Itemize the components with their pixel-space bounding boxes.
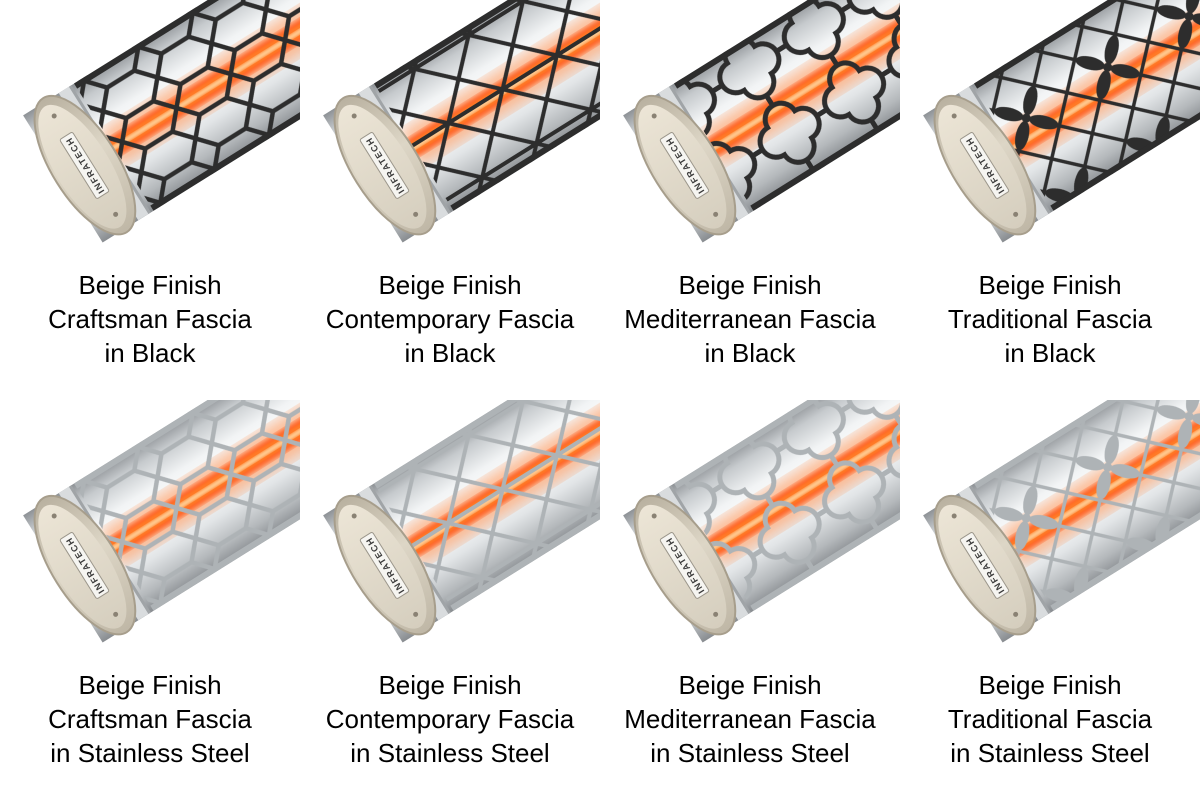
caption-line: in Stainless Steel xyxy=(350,737,550,768)
heater-illustration-contemporary-stainless: INFRATECH xyxy=(314,400,600,651)
caption-line: in Black xyxy=(1004,337,1096,368)
product-image: INFRATECH xyxy=(0,0,300,265)
product-image: INFRATECH xyxy=(900,0,1200,265)
caption-line: in Stainless Steel xyxy=(650,737,850,768)
caption-line: Craftsman Fascia xyxy=(48,703,252,734)
caption-line: Beige Finish xyxy=(678,270,822,300)
product-cell: INFRATECH Beige Finish Craftsman Fascia … xyxy=(0,0,300,400)
product-caption: Beige Finish Craftsman Fascia in Stainle… xyxy=(0,669,300,770)
caption-line: Traditional Fascia xyxy=(947,703,1153,734)
heater-illustration-mediterranean-stainless: INFRATECH xyxy=(614,400,900,651)
product-image: INFRATECH xyxy=(900,400,1200,665)
heater-illustration-traditional-black: INFRATECH xyxy=(914,0,1200,251)
caption-line: Beige Finish xyxy=(378,270,522,300)
caption-line: Craftsman Fascia xyxy=(48,303,252,334)
product-caption: Beige Finish Mediterranean Fascia in Sta… xyxy=(600,669,900,770)
product-caption: Beige Finish Mediterranean Fascia in Bla… xyxy=(600,269,900,370)
caption-line: in Black xyxy=(704,337,796,368)
product-cell: INFRATECH Beige Finish Contemporary Fasc… xyxy=(300,0,600,400)
caption-line: Beige Finish xyxy=(978,670,1122,700)
product-caption: Beige Finish Craftsman Fascia in Black xyxy=(0,269,300,370)
heater-illustration-craftsman-stainless: INFRATECH xyxy=(14,400,300,651)
caption-line: Mediterranean Fascia xyxy=(624,703,876,734)
product-image: INFRATECH xyxy=(600,0,900,265)
caption-line: Beige Finish xyxy=(678,670,822,700)
caption-line: Mediterranean Fascia xyxy=(624,303,876,334)
heater-illustration-mediterranean-black: INFRATECH xyxy=(614,0,900,251)
product-image: INFRATECH xyxy=(300,400,600,665)
product-cell: INFRATECH Beige Finish Traditional Fasci… xyxy=(900,0,1200,400)
product-cell: INFRATECH Beige Finish Contemporary Fasc… xyxy=(300,400,600,800)
product-cell: INFRATECH Beige Finish Traditional Fasci… xyxy=(900,400,1200,800)
heater-illustration-contemporary-black: INFRATECH xyxy=(314,0,600,251)
product-image: INFRATECH xyxy=(600,400,900,665)
caption-line: in Stainless Steel xyxy=(50,737,250,768)
caption-line: in Black xyxy=(404,337,496,368)
product-caption: Beige Finish Traditional Fascia in Black xyxy=(900,269,1200,370)
caption-line: in Black xyxy=(104,337,196,368)
product-image: INFRATECH xyxy=(0,400,300,665)
heater-illustration-traditional-stainless: INFRATECH xyxy=(914,400,1200,651)
product-caption: Beige Finish Contemporary Fascia in Blac… xyxy=(300,269,600,370)
product-cell: INFRATECH Beige Finish Mediterranean Fas… xyxy=(600,400,900,800)
caption-line: Beige Finish xyxy=(378,670,522,700)
caption-line: in Stainless Steel xyxy=(950,737,1150,768)
heater-illustration-craftsman-black: INFRATECH xyxy=(14,0,300,251)
caption-line: Beige Finish xyxy=(78,270,222,300)
caption-line: Beige Finish xyxy=(978,270,1122,300)
product-cell: INFRATECH Beige Finish Mediterranean Fas… xyxy=(600,0,900,400)
caption-line: Contemporary Fascia xyxy=(325,703,575,734)
caption-line: Traditional Fascia xyxy=(947,303,1153,334)
product-caption: Beige Finish Traditional Fascia in Stain… xyxy=(900,669,1200,770)
caption-line: Beige Finish xyxy=(78,670,222,700)
caption-line: Contemporary Fascia xyxy=(325,303,575,334)
product-cell: INFRATECH Beige Finish Craftsman Fascia … xyxy=(0,400,300,800)
product-image: INFRATECH xyxy=(300,0,600,265)
product-caption: Beige Finish Contemporary Fascia in Stai… xyxy=(300,669,600,770)
